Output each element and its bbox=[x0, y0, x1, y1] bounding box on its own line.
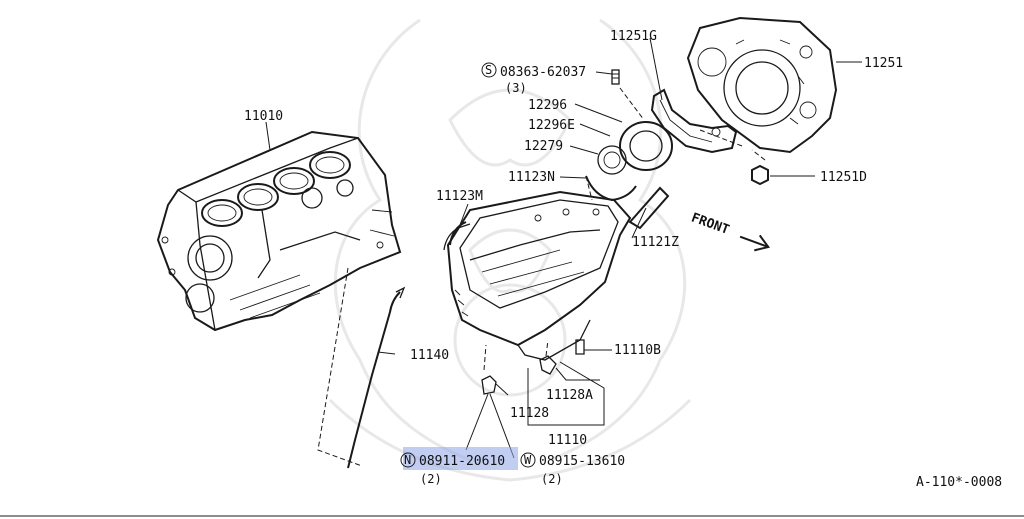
label-seal-part-a: 12296 bbox=[528, 98, 567, 113]
leader-lines bbox=[265, 37, 862, 459]
front-arrow: FRONT bbox=[689, 210, 770, 252]
label-pan-gasket: 11123M bbox=[436, 189, 483, 204]
stud-marker: S bbox=[481, 62, 497, 78]
label-washer-qty: (2) bbox=[541, 472, 563, 486]
label-seal-part-b: 12296E bbox=[528, 118, 575, 133]
pan-bolt bbox=[575, 339, 585, 355]
stud-bolt bbox=[611, 69, 620, 85]
label-pan-bolt: 11110B bbox=[614, 343, 661, 358]
label-oil-seal: 12279 bbox=[524, 139, 563, 154]
drain-plug-highlight bbox=[403, 447, 518, 470]
label-drain-plug: 08911-20610 bbox=[419, 454, 505, 469]
oil-pan bbox=[446, 190, 632, 361]
stud-marker-letter: S bbox=[485, 63, 492, 77]
rear-seal-retainer bbox=[686, 16, 838, 154]
label-washer: 08915-13610 bbox=[539, 454, 625, 469]
dipstick bbox=[347, 286, 406, 469]
label-stud-bolt-qty: (3) bbox=[505, 81, 527, 95]
label-drain-plug-a: 11128 bbox=[510, 406, 549, 421]
label-pan-gasket-strip: 11121Z bbox=[632, 235, 679, 250]
washer-marker-letter: W bbox=[524, 453, 532, 467]
label-retainer-gasket: 11251G bbox=[610, 29, 657, 44]
gasket-strip bbox=[628, 186, 670, 230]
label-drain-plug-b: 11128A bbox=[546, 388, 593, 403]
label-stud-bolt: 08363-62037 bbox=[500, 65, 586, 80]
drain-marker: N bbox=[400, 452, 416, 468]
diagram-code: A-110*-0008 bbox=[916, 475, 1002, 490]
label-seal-gasket: 11123N bbox=[508, 170, 555, 185]
label-drain-plug-qty: (2) bbox=[420, 472, 442, 486]
label-dipstick: 11140 bbox=[410, 348, 449, 363]
drain-plug bbox=[481, 355, 557, 395]
drain-marker-letter: N bbox=[404, 453, 411, 467]
front-label: FRONT bbox=[689, 210, 731, 238]
pan-gasket bbox=[443, 221, 471, 251]
retainer-nut bbox=[751, 164, 769, 186]
engine-block bbox=[156, 130, 402, 332]
label-retainer-nut: 11251D bbox=[820, 170, 867, 185]
oil-seal-stack bbox=[585, 121, 673, 202]
washer-marker: W bbox=[520, 452, 536, 468]
label-engine-block: 11010 bbox=[244, 109, 283, 124]
label-rear-seal-retainer: 11251 bbox=[864, 56, 903, 71]
label-oil-pan: 11110 bbox=[548, 433, 587, 448]
